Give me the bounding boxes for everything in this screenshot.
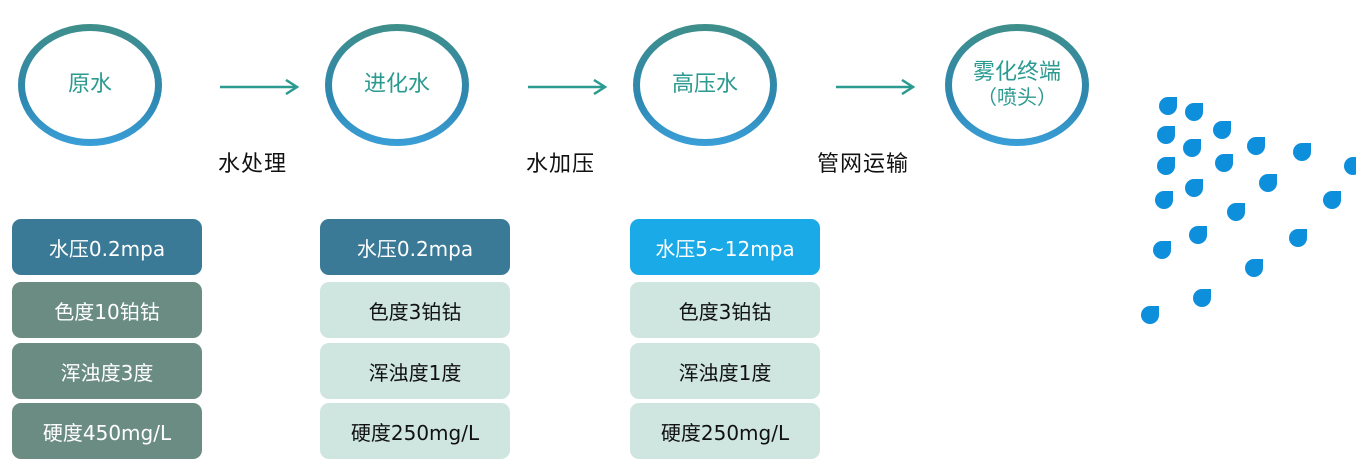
spec-hardness: 硬度250mg/L [320, 403, 510, 459]
spec-hardness: 硬度450mg/L [12, 403, 202, 459]
stage-atomizing-terminal: 雾化终端 （喷头） [945, 24, 1089, 146]
stage-label: 原水 [67, 72, 112, 97]
process-label-pressurize: 水加压 [526, 152, 596, 177]
stage-label: 雾化终端 [972, 60, 1061, 85]
spec-pressure: 水压5~12mpa [630, 219, 820, 275]
arrow-right-icon [528, 79, 608, 95]
spec-pressure: 水压0.2mpa [12, 219, 202, 275]
stage-sublabel: （喷头） [977, 85, 1057, 109]
spec-turbidity: 浑浊度1度 [630, 343, 820, 399]
spec-pressure: 水压0.2mpa [320, 219, 510, 275]
stage-label: 进化水 [363, 72, 430, 97]
process-label-pipe-transport: 管网运输 [817, 152, 910, 177]
spec-color: 色度3铂钴 [630, 282, 820, 338]
process-label-water-treatment: 水处理 [218, 152, 288, 177]
spec-color: 色度3铂钴 [320, 282, 510, 338]
water-spray-icon [1141, 97, 1356, 324]
arrow-right-icon [836, 79, 916, 95]
spec-color: 色度10铂钴 [12, 282, 202, 338]
spec-turbidity: 浑浊度3度 [12, 343, 202, 399]
stage-raw-water: 原水 [18, 24, 162, 146]
stage-label: 高压水 [671, 72, 738, 97]
spec-hardness: 硬度250mg/L [630, 403, 820, 459]
spec-turbidity: 浑浊度1度 [320, 343, 510, 399]
stage-high-pressure-water: 高压水 [633, 24, 777, 146]
stage-purified-water: 进化水 [325, 24, 469, 146]
arrow-right-icon [220, 79, 300, 95]
